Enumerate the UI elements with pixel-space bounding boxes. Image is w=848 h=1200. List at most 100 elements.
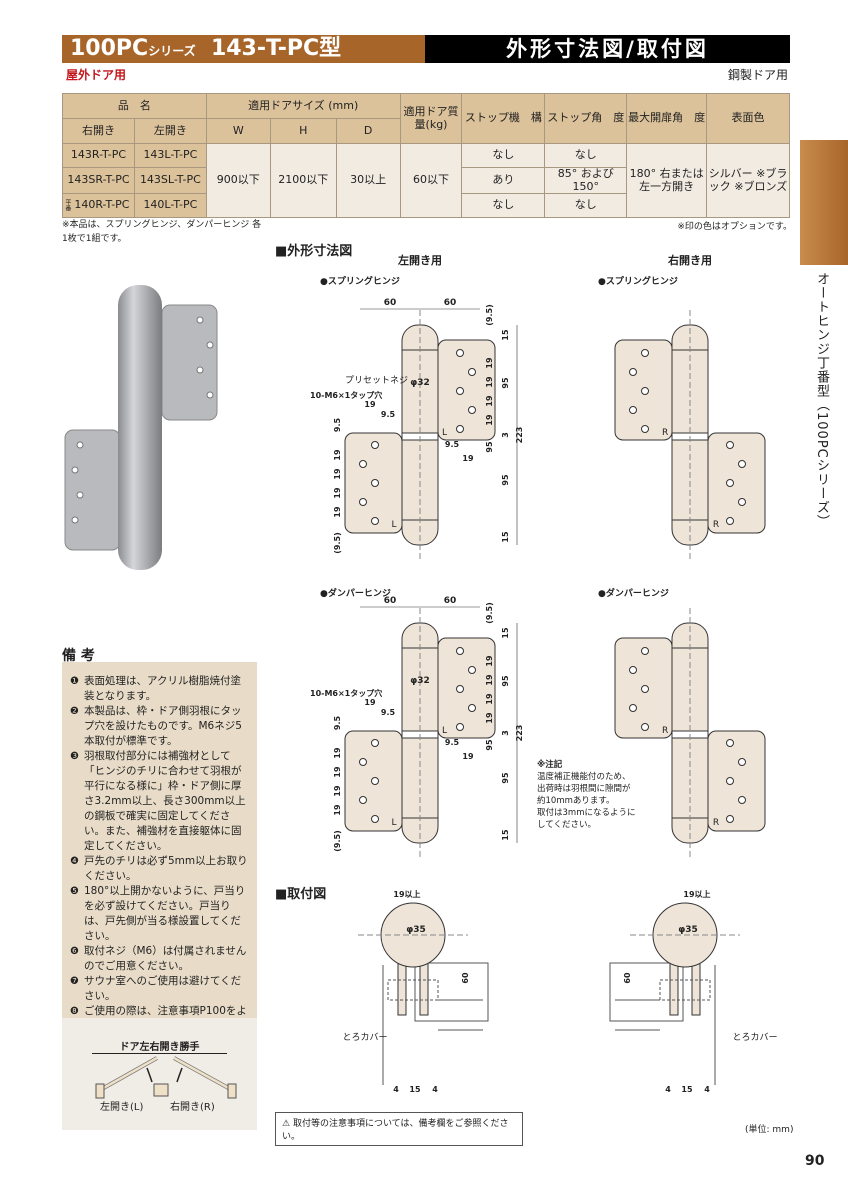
door-frame	[414, 962, 489, 1022]
drawing-label: 左開き用	[397, 253, 442, 267]
drawing-label: 223	[515, 725, 524, 742]
drawing-label: 15	[501, 329, 510, 341]
tap-hole	[629, 368, 637, 376]
drawing-label: 4	[665, 1085, 671, 1094]
drawing-label: R	[713, 818, 719, 828]
drawing-label: 19	[364, 698, 376, 707]
drawing-label: ●スプリングヒンジ	[598, 275, 678, 287]
tap-hole	[738, 460, 746, 468]
drawing-label: 19	[485, 693, 494, 705]
tap-hole	[371, 479, 379, 487]
drawing-label: 9.5	[381, 708, 396, 717]
lower-leaf	[707, 432, 766, 534]
tap-hole	[641, 349, 649, 357]
drawing-label: 19	[485, 395, 494, 407]
drawing-label: (9.5)	[485, 602, 494, 623]
drawing-label: 19	[462, 752, 474, 761]
screw-hole	[206, 391, 214, 399]
screw-hole	[196, 366, 204, 374]
drawing-label: (9.5)	[333, 532, 342, 553]
tap-hole	[641, 647, 649, 655]
drawing-label: (9.5)	[333, 830, 342, 851]
drawing-label: 223	[515, 427, 524, 444]
tap-hole	[726, 777, 734, 785]
drawing-label: ●ダンパーヒンジ	[598, 587, 669, 599]
tap-hole	[468, 368, 476, 376]
damper-note: ※注記	[537, 759, 563, 770]
hinge-photo-barrel	[118, 285, 162, 570]
screw-hole	[196, 316, 204, 324]
tap-hole	[359, 498, 367, 506]
drawing-label: 19	[333, 449, 342, 461]
section-title: ■外形寸法図	[275, 243, 352, 259]
unit-label: (単位: mm)	[745, 1125, 794, 1135]
drawing-label: 19	[462, 454, 474, 463]
drawing-label: 4	[704, 1085, 710, 1094]
tap-hole	[371, 739, 379, 747]
caution-box: ⚠ 取付等の注意事項については、備考欄をご参照ください。	[275, 1112, 523, 1146]
tap-hole	[726, 441, 734, 449]
drawing-label: 19	[485, 674, 494, 686]
tap-hole	[456, 723, 464, 731]
drawing-label: 19	[333, 804, 342, 816]
drawing-label: L	[442, 726, 447, 736]
screw-hole	[71, 516, 79, 524]
tap-hole	[468, 406, 476, 414]
drawing-label: 60	[384, 298, 397, 308]
tap-hole	[738, 498, 746, 506]
tap-hole	[359, 460, 367, 468]
drawing-label: 9.5	[333, 715, 342, 730]
drawing-label: 60	[444, 596, 457, 606]
drawing-label: 19	[485, 376, 494, 388]
drawing-label: 19	[333, 766, 342, 778]
drawing-label: 15	[409, 1085, 421, 1094]
drawing-label: 19以上	[683, 889, 710, 899]
drawing-label: 3	[501, 730, 510, 736]
drawing-label: ●スプリングヒンジ	[320, 275, 400, 287]
damper-note: 約10mmあります。	[537, 795, 615, 806]
drawing-label: 15	[501, 627, 510, 639]
tap-hole	[456, 387, 464, 395]
footnote-set: ※本品は、スプリングヒンジ、ダンパーヒンジ 各1枚で1組です。	[62, 220, 262, 244]
drawing-label: プリセットネジ	[345, 375, 408, 386]
page-title: 外形寸法図/取付図	[425, 35, 790, 63]
tap-hole	[629, 406, 637, 414]
tap-hole	[726, 479, 734, 487]
right-open-label: 右開き(R)	[170, 1102, 215, 1113]
tap-hole	[468, 666, 476, 674]
drawing-label: 15	[501, 829, 510, 841]
drawing-label: 19	[485, 712, 494, 724]
drawing-label: L	[391, 520, 396, 530]
drawing-label: 19	[333, 506, 342, 518]
hinge-photo-leaf	[64, 429, 121, 551]
tap-hole	[456, 349, 464, 357]
drawing-label: 15	[501, 531, 510, 543]
damper-note: 取付は3mmになるように	[537, 807, 635, 818]
door-direction-diagram: ドア左右開き勝手 左開き(L) 右開き(R)	[62, 1018, 257, 1130]
drawing-label: 60	[461, 972, 470, 984]
tap-hole	[726, 815, 734, 823]
drawing-label: 9.5	[381, 410, 396, 419]
drawing-label: 19以上	[393, 889, 420, 899]
drawing-label: 19	[485, 357, 494, 369]
tap-hole	[359, 796, 367, 804]
tap-hole	[641, 723, 649, 731]
tap-hole	[371, 815, 379, 823]
hinge-photo-leaf	[161, 304, 218, 421]
tap-hole	[738, 796, 746, 804]
drawing-label: 95	[501, 377, 510, 389]
tap-hole	[726, 517, 734, 525]
drawing-label: ●ダンパーヒンジ	[320, 587, 391, 599]
side-category: オートヒンジ丁番型（100PCシリーズ）	[814, 272, 829, 529]
tap-hole	[359, 758, 367, 766]
tap-hole	[371, 777, 379, 785]
damper-note: 出荷時は羽根間に隙間が	[537, 783, 631, 794]
footnote-options: ※印の色はオプションです。	[677, 222, 792, 232]
